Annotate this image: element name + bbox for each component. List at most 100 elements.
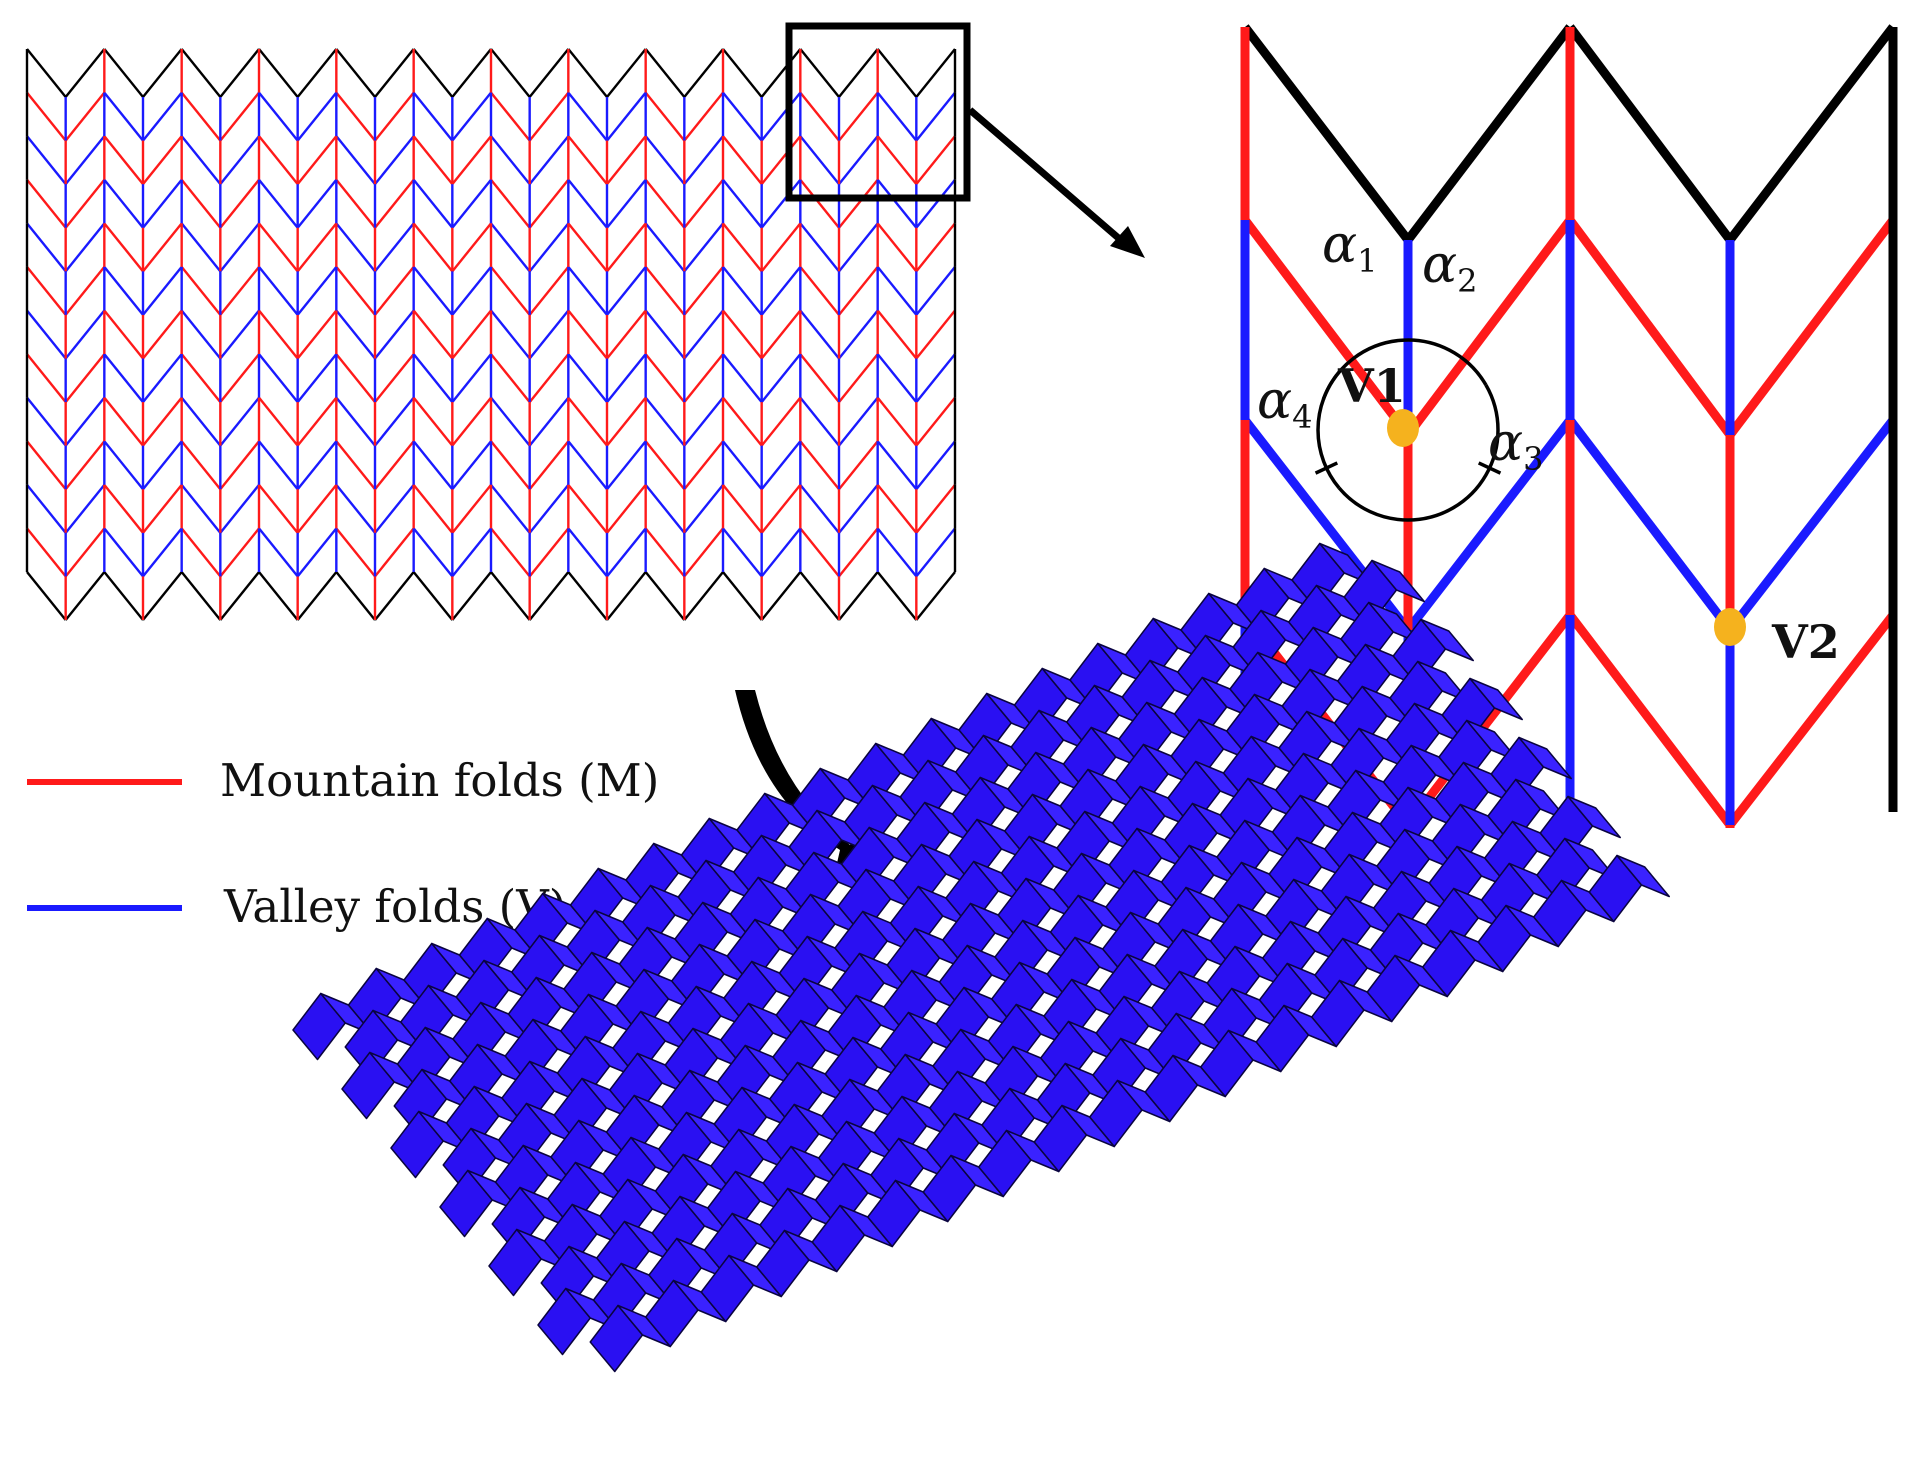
valley-fold bbox=[64, 222, 106, 273]
valley-fold bbox=[180, 484, 222, 534]
valley-fold bbox=[528, 309, 570, 360]
valley-fold bbox=[644, 135, 686, 185]
mountain-fold bbox=[760, 484, 802, 534]
valley-fold bbox=[296, 440, 338, 491]
mountain-fold bbox=[683, 440, 724, 491]
valley-fold bbox=[296, 527, 338, 578]
valley-fold bbox=[567, 266, 608, 316]
mountain-fold bbox=[760, 135, 802, 185]
angle-symbol: α bbox=[1322, 215, 1357, 275]
mountain-fold bbox=[606, 396, 647, 447]
mountain-fold bbox=[219, 266, 260, 316]
mountain-fold bbox=[296, 396, 338, 447]
valley-fold bbox=[258, 353, 299, 403]
crease-pattern bbox=[25, 48, 957, 621]
mountain-fold bbox=[335, 353, 376, 403]
pattern-boundary-edge bbox=[838, 48, 879, 98]
mountain-fold bbox=[876, 135, 918, 185]
valley-fold bbox=[180, 396, 222, 447]
valley-fold bbox=[412, 353, 454, 403]
valley-fold bbox=[876, 440, 918, 491]
valley-fold bbox=[296, 178, 338, 229]
valley-fold bbox=[451, 178, 492, 229]
detail-boundary-edge bbox=[1241, 24, 1412, 243]
mountain-fold bbox=[838, 178, 879, 229]
mountain-fold bbox=[26, 178, 67, 229]
mountain-fold bbox=[528, 527, 570, 578]
detail-mountain-fold bbox=[1404, 217, 1574, 438]
mountain-fold bbox=[722, 135, 763, 185]
mountain-fold bbox=[219, 440, 260, 491]
pattern-boundary-edge bbox=[644, 48, 686, 98]
pattern-boundary-edge bbox=[451, 48, 492, 98]
valley-fold bbox=[528, 484, 570, 534]
pattern-boundary-edge bbox=[26, 48, 67, 98]
mountain-fold bbox=[335, 178, 376, 229]
valley-fold bbox=[335, 484, 376, 534]
legend-mountain-label: Mountain folds (M) bbox=[220, 754, 659, 807]
mountain-fold bbox=[258, 222, 299, 273]
mountain-fold bbox=[490, 440, 531, 491]
mountain-fold bbox=[722, 484, 763, 534]
mountain-fold bbox=[26, 91, 67, 142]
mountain-fold bbox=[567, 396, 608, 447]
detail-boundary-edge bbox=[1726, 24, 1897, 243]
mountain-fold bbox=[26, 353, 67, 403]
detail-valley-fold bbox=[1726, 417, 1897, 633]
mountain-fold bbox=[683, 266, 724, 316]
pattern-boundary-edge bbox=[296, 571, 338, 621]
pattern-boundary-edge bbox=[374, 48, 415, 98]
angle-label-a4: α4 bbox=[1257, 371, 1312, 436]
mountain-fold bbox=[412, 484, 454, 534]
mountain-fold bbox=[180, 266, 222, 316]
mountain-fold bbox=[142, 309, 183, 360]
zoom-box bbox=[785, 22, 971, 202]
angle-label-a1: α1 bbox=[1322, 215, 1377, 280]
angle-symbol: α bbox=[1488, 413, 1523, 473]
pattern-boundary-edge bbox=[567, 571, 608, 621]
valley-fold bbox=[451, 527, 492, 578]
valley-fold bbox=[26, 135, 67, 185]
valley-fold bbox=[644, 484, 686, 534]
mountain-fold bbox=[915, 222, 956, 273]
pattern-boundary-edge bbox=[64, 48, 106, 98]
pattern-boundary-edge bbox=[103, 48, 144, 98]
mountain-fold bbox=[335, 527, 376, 578]
mountain-fold bbox=[258, 309, 299, 360]
mountain-fold bbox=[683, 527, 724, 578]
valley-fold bbox=[876, 178, 918, 229]
valley-fold bbox=[374, 135, 415, 185]
mountain-fold bbox=[64, 178, 106, 229]
detail-mountain-fold bbox=[1404, 612, 1574, 828]
angle-subscript: 2 bbox=[1457, 262, 1477, 300]
valley-fold bbox=[412, 178, 454, 229]
valley-fold bbox=[296, 353, 338, 403]
angle-label-a3: α3 bbox=[1488, 413, 1543, 478]
pattern-boundary-edge bbox=[296, 48, 338, 98]
valley-fold bbox=[760, 266, 802, 316]
angle-arc-right bbox=[1407, 384, 1500, 522]
valley-fold bbox=[490, 484, 531, 534]
mountain-fold bbox=[876, 396, 918, 447]
zoom-arrow-head bbox=[1110, 226, 1145, 258]
angle-subscript: 3 bbox=[1523, 440, 1543, 478]
mountain-fold bbox=[760, 309, 802, 360]
pattern-boundary-edge bbox=[644, 571, 686, 621]
valley-fold bbox=[760, 440, 802, 491]
valley-fold bbox=[219, 309, 260, 360]
valley-fold bbox=[606, 178, 647, 229]
valley-fold bbox=[722, 440, 763, 491]
mountain-fold bbox=[799, 178, 840, 229]
pattern-boundary-edge bbox=[528, 48, 570, 98]
valley-fold bbox=[644, 396, 686, 447]
mountain-fold bbox=[64, 527, 106, 578]
mountain-fold bbox=[219, 91, 260, 142]
detail-mountain-fold bbox=[1726, 612, 1897, 828]
mountain-fold bbox=[799, 527, 840, 578]
vertex-v2-dot bbox=[1714, 608, 1746, 646]
valley-fold bbox=[606, 266, 647, 316]
mountain-fold bbox=[683, 178, 724, 229]
valley-fold bbox=[722, 527, 763, 578]
valley-fold bbox=[838, 135, 879, 185]
detail-clip bbox=[1900, 0, 1910, 900]
